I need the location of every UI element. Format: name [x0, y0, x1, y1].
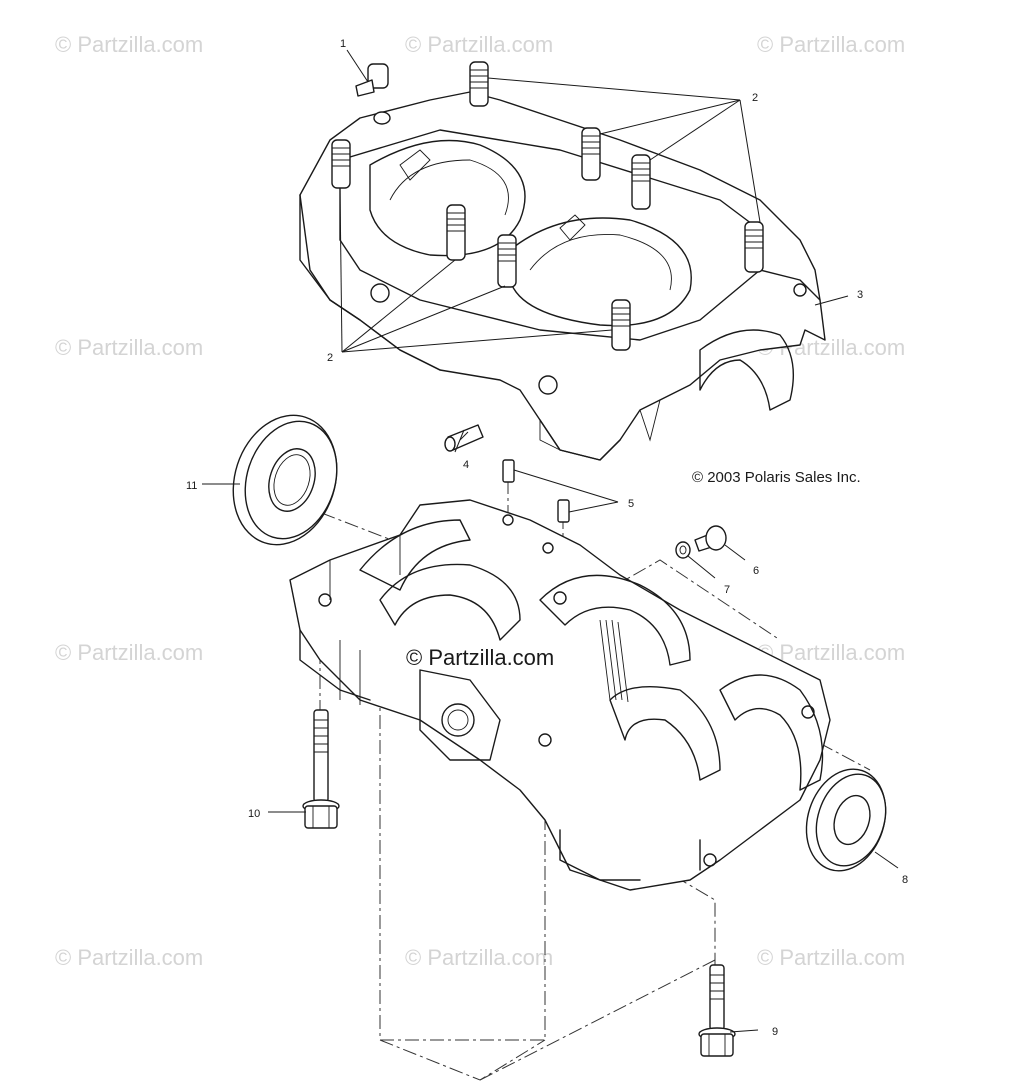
bolt-6 — [694, 525, 727, 552]
washer-7 — [675, 541, 691, 559]
watermark: © Partzilla.com — [405, 32, 553, 57]
callout-9: 9 — [772, 1026, 778, 1038]
cylinder-studs — [331, 61, 764, 351]
bolt-10 — [302, 709, 340, 829]
fitting — [355, 63, 391, 125]
copyright-notice: © 2003 Polaris Sales Inc. — [692, 469, 861, 486]
seal-8 — [805, 768, 887, 872]
leader-lines — [202, 49, 899, 1033]
dowels — [502, 459, 570, 523]
watermark: © Partzilla.com — [405, 945, 553, 970]
watermark: © Partzilla.com — [55, 945, 203, 970]
watermark: © Partzilla.com — [55, 32, 203, 57]
stud — [581, 127, 601, 181]
callout-2: 2 — [327, 352, 333, 364]
callout-5: 5 — [628, 498, 634, 510]
stud — [497, 234, 517, 288]
callout-1: 1 — [340, 38, 346, 50]
watermark: © Partzilla.com — [757, 32, 905, 57]
watermark: © Partzilla.com — [55, 335, 203, 360]
watermark: © Partzilla.com — [757, 945, 905, 970]
watermark: © Partzilla.com — [55, 640, 203, 665]
upper-crankcase — [299, 91, 826, 461]
stud — [331, 139, 351, 189]
callout-4: 4 — [463, 459, 469, 471]
callouts: 1 2 2 3 4 5 6 7 8 9 10 11 — [186, 38, 908, 1038]
callout-11: 11 — [186, 480, 197, 492]
lower-crankcase — [289, 499, 831, 891]
callout-8: 8 — [902, 874, 908, 886]
stud — [744, 221, 764, 273]
callout-6: 6 — [753, 565, 759, 577]
callout-3: 3 — [857, 289, 863, 301]
stud — [631, 154, 651, 210]
dowel-pin-4 — [444, 424, 484, 452]
seal-11 — [232, 414, 338, 546]
callout-10: 10 — [248, 808, 260, 820]
stud — [469, 61, 489, 107]
center-watermark: © Partzilla.com — [406, 645, 554, 670]
callout-2: 2 — [752, 92, 758, 104]
stud — [611, 299, 631, 351]
stud — [446, 204, 466, 261]
bolt-9 — [698, 964, 736, 1057]
callout-7: 7 — [724, 584, 730, 596]
